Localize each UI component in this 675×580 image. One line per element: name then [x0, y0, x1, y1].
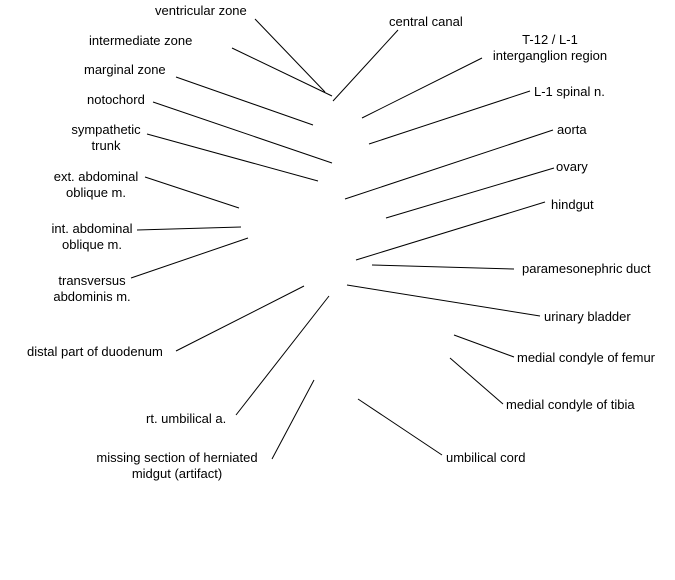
leader-paramesonephric-duct — [371, 264, 515, 270]
leader-notochord — [152, 101, 333, 164]
leader-urinary-bladder — [346, 284, 541, 317]
leader-marginal-zone — [175, 76, 314, 126]
label-l1-spinal-n: L-1 spinal n. — [534, 84, 605, 99]
leader-central-canal — [332, 29, 399, 102]
label-umbilical-cord: umbilical cord — [446, 450, 526, 465]
leader-l1-spinal-n — [368, 90, 531, 145]
label-paramesonephric-duct: paramesonephric duct — [522, 261, 651, 276]
label-ventricular-zone: ventricular zone — [155, 3, 247, 18]
label-medial-condyle-femur: medial condyle of femur — [517, 350, 656, 365]
label-urinary-bladder: urinary bladder — [544, 309, 631, 324]
leader-medial-condyle-femur — [453, 334, 515, 358]
label-central-canal: central canal — [389, 14, 463, 29]
leader-hindgut — [355, 201, 546, 261]
label-int-abdominal-oblique: int. abdominal oblique m. — [51, 221, 133, 252]
leader-intermediate-zone — [231, 47, 333, 97]
leader-rt-umbilical-a — [235, 295, 330, 416]
label-distal-duodenum: distal part of duodenum — [27, 344, 163, 359]
leader-ventricular-zone — [254, 18, 326, 93]
label-medial-condyle-tibia: medial condyle of tibia — [506, 397, 635, 412]
leader-transversus-abdominis — [130, 237, 249, 279]
label-intermediate-zone: intermediate zone — [89, 33, 193, 48]
label-sympathetic-trunk: sympathetic trunk — [71, 122, 141, 153]
leader-medial-condyle-tibia — [449, 357, 504, 405]
leader-sympathetic-trunk — [146, 133, 319, 182]
leader-umbilical-cord — [357, 398, 443, 456]
label-hindgut: hindgut — [551, 197, 594, 212]
label-marginal-zone: marginal zone — [84, 62, 166, 77]
leader-missing-section — [271, 379, 315, 460]
leader-ovary — [385, 167, 555, 219]
label-ovary: ovary — [556, 159, 588, 174]
label-rt-umbilical-a: rt. umbilical a. — [146, 411, 227, 426]
leader-int-abdominal-oblique — [136, 226, 242, 231]
leader-t12-l1 — [361, 57, 483, 119]
leader-aorta — [344, 129, 554, 200]
label-ext-abdominal-oblique: ext. abdominal oblique m. — [53, 169, 139, 200]
label-transversus-abdominis: transversus abdominis m. — [53, 273, 131, 304]
label-notochord: notochord — [87, 92, 145, 107]
label-aorta: aorta — [557, 122, 587, 137]
leader-distal-duodenum — [175, 285, 305, 352]
leader-ext-abdominal-oblique — [144, 176, 240, 209]
label-t12-l1: T-12 / L-1 interganglion region — [492, 32, 608, 63]
label-missing-section: missing section of herniated midgut (art… — [96, 450, 258, 481]
